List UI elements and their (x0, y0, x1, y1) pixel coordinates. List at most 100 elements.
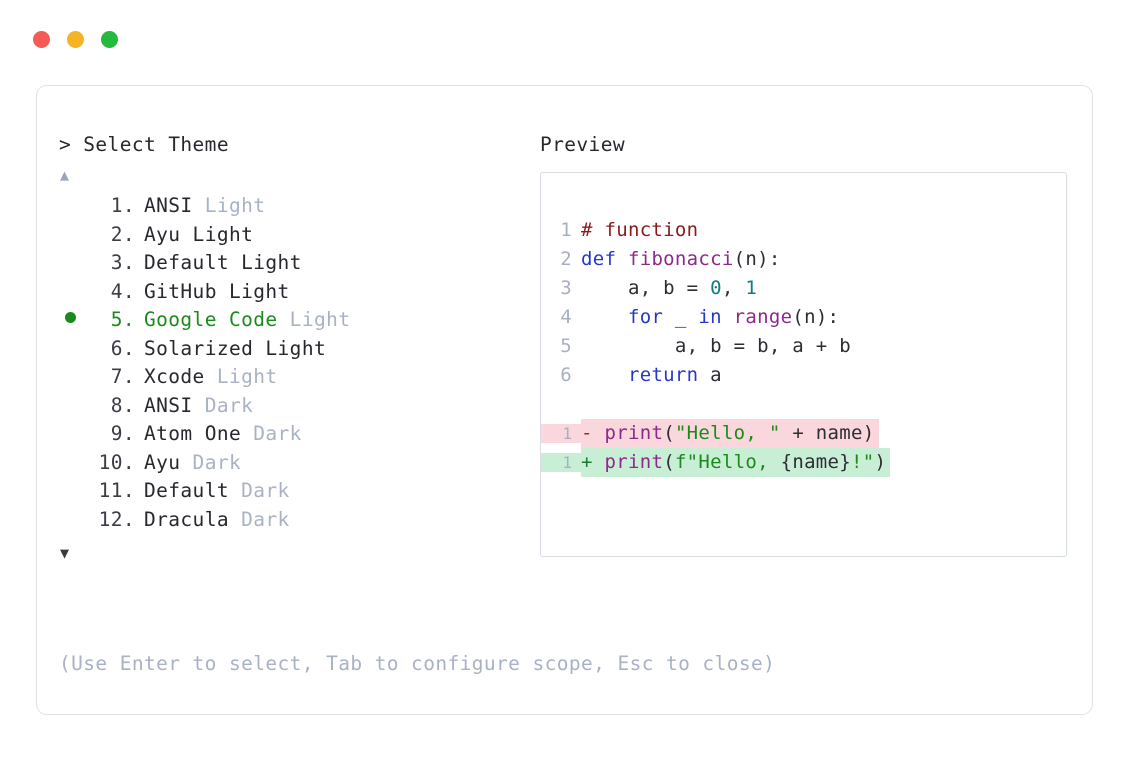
code-line-text: for _ in range(n): (581, 303, 839, 332)
line-number: 3 (560, 277, 572, 299)
code-token: 1 (745, 277, 758, 299)
code-token: print (604, 422, 664, 444)
prompt-header: > Select Theme (59, 133, 229, 156)
theme-item-variant: Light (277, 308, 351, 331)
code-line: 6 return a (541, 361, 1066, 390)
scroll-down-arrow-icon[interactable]: ▼ (60, 544, 70, 562)
maximize-dot[interactable] (101, 30, 118, 48)
theme-list-item[interactable]: 8.ANSI Dark (59, 394, 529, 423)
line-number: 2 (560, 248, 572, 270)
theme-list-item[interactable]: 10.Ayu Dark (59, 451, 529, 480)
theme-item-name: Google Code (144, 308, 278, 331)
line-number: 6 (560, 364, 572, 386)
code-token: ) (874, 451, 887, 473)
code-line: 1 # function (541, 216, 1066, 245)
theme-list-item[interactable]: 6. Solarized Light (59, 337, 529, 366)
code-line: 2 def fibonacci(n): (541, 245, 1066, 274)
theme-list-item[interactable]: 1.ANSI Light (59, 194, 529, 223)
theme-item-variant: Light (204, 365, 278, 388)
theme-list-item[interactable]: 7.Xcode Light (59, 365, 529, 394)
theme-item-name: GitHub Light (144, 279, 290, 303)
theme-list-item[interactable]: 11. Default Dark (59, 479, 529, 508)
code-token: def (581, 248, 628, 270)
theme-item-name: ANSI (144, 194, 193, 217)
code-token: (n): (733, 248, 781, 270)
code-token: for (627, 306, 664, 328)
code-token: + name) (780, 422, 875, 444)
code-token: return (627, 364, 699, 386)
theme-item-index: 3. (110, 251, 135, 274)
code-token: "Hello, " (674, 422, 781, 444)
code-line-text: def fibonacci(n): (581, 245, 781, 274)
theme-item-index: 7. (110, 365, 135, 388)
code-spacer (541, 390, 1066, 419)
theme-list-item[interactable]: 3. Default Light (59, 251, 529, 280)
line-number: 5 (560, 335, 572, 357)
selected-bullet-icon (65, 312, 76, 323)
diff-line-add: 1+ print(f"Hello, {name}!") (541, 448, 1066, 477)
diff-line-text: - print("Hello, " + name) (581, 419, 879, 448)
theme-list-item[interactable]: 12.Dracula Dark (59, 508, 529, 537)
code-token: a (698, 364, 722, 386)
theme-list-item[interactable]: 9. Atom One Dark (59, 422, 529, 451)
theme-list-item[interactable]: 5. Google Code Light (59, 308, 529, 337)
code-token: fibonacci (627, 248, 734, 270)
line-number: 1 (541, 453, 581, 472)
theme-item-name: Default (144, 479, 229, 502)
code-token: range (733, 306, 793, 328)
theme-item-index: 2. (110, 222, 135, 246)
theme-item-name: Default Light (144, 251, 302, 274)
theme-item-name: Atom One (144, 422, 242, 445)
code-line-text: return a (581, 361, 722, 390)
theme-item-index: 8. (110, 393, 135, 417)
code-token (722, 306, 734, 328)
diff-sign: - (581, 422, 605, 444)
code-token: a, b = (581, 277, 711, 299)
code-line: 5 a, b = b, a + b (541, 332, 1066, 361)
theme-item-index: 10. (98, 450, 135, 474)
close-dot[interactable] (33, 30, 50, 48)
code-token: _ (663, 306, 699, 328)
code-token: 0 (710, 277, 722, 299)
theme-item-index: 11. (98, 479, 135, 502)
preview-label: Preview (540, 133, 625, 156)
code-token (581, 306, 628, 328)
theme-item-name: Dracula (144, 507, 229, 531)
code-line-text: a, b = 0, 1 (581, 274, 757, 303)
minimize-dot[interactable] (67, 30, 84, 48)
theme-item-index: 1. (110, 194, 135, 217)
theme-item-variant: Dark (241, 422, 302, 445)
theme-item-name: Solarized Light (144, 336, 327, 360)
scroll-up-arrow-icon[interactable]: ▲ (60, 166, 70, 184)
diff-sign: + (581, 451, 605, 473)
diff-line-del: 1- print("Hello, " + name) (541, 419, 1066, 448)
code-line-text: a, b = b, a + b (581, 332, 851, 361)
code-token: in (698, 306, 722, 328)
code-token: print (604, 451, 664, 473)
theme-item-variant: Dark (228, 479, 290, 502)
keyboard-hint: (Use Enter to select, Tab to configure s… (59, 652, 776, 675)
code-line-text: # function (581, 216, 698, 245)
code-token: (n): (792, 306, 840, 328)
theme-item-index: 5. (110, 308, 135, 331)
code-token: # function (581, 219, 699, 241)
code-token: ( (663, 422, 675, 444)
line-number: 4 (560, 306, 572, 328)
theme-item-index: 9. (110, 422, 135, 445)
code-token: f"Hello, (674, 451, 781, 473)
theme-list-item[interactable]: 4.GitHub Light (59, 280, 529, 309)
diff-block: 1- print("Hello, " + name)1+ print(f"Hel… (541, 419, 1066, 477)
line-number: 1 (560, 219, 572, 241)
code-token: !" (851, 451, 875, 473)
code-token: , (721, 277, 746, 299)
code-line: 4 for _ in range(n): (541, 303, 1066, 332)
theme-item-name: Ayu (144, 450, 181, 474)
theme-item-index: 6. (110, 336, 135, 360)
theme-list-item[interactable]: 2.Ayu Light (59, 223, 529, 252)
